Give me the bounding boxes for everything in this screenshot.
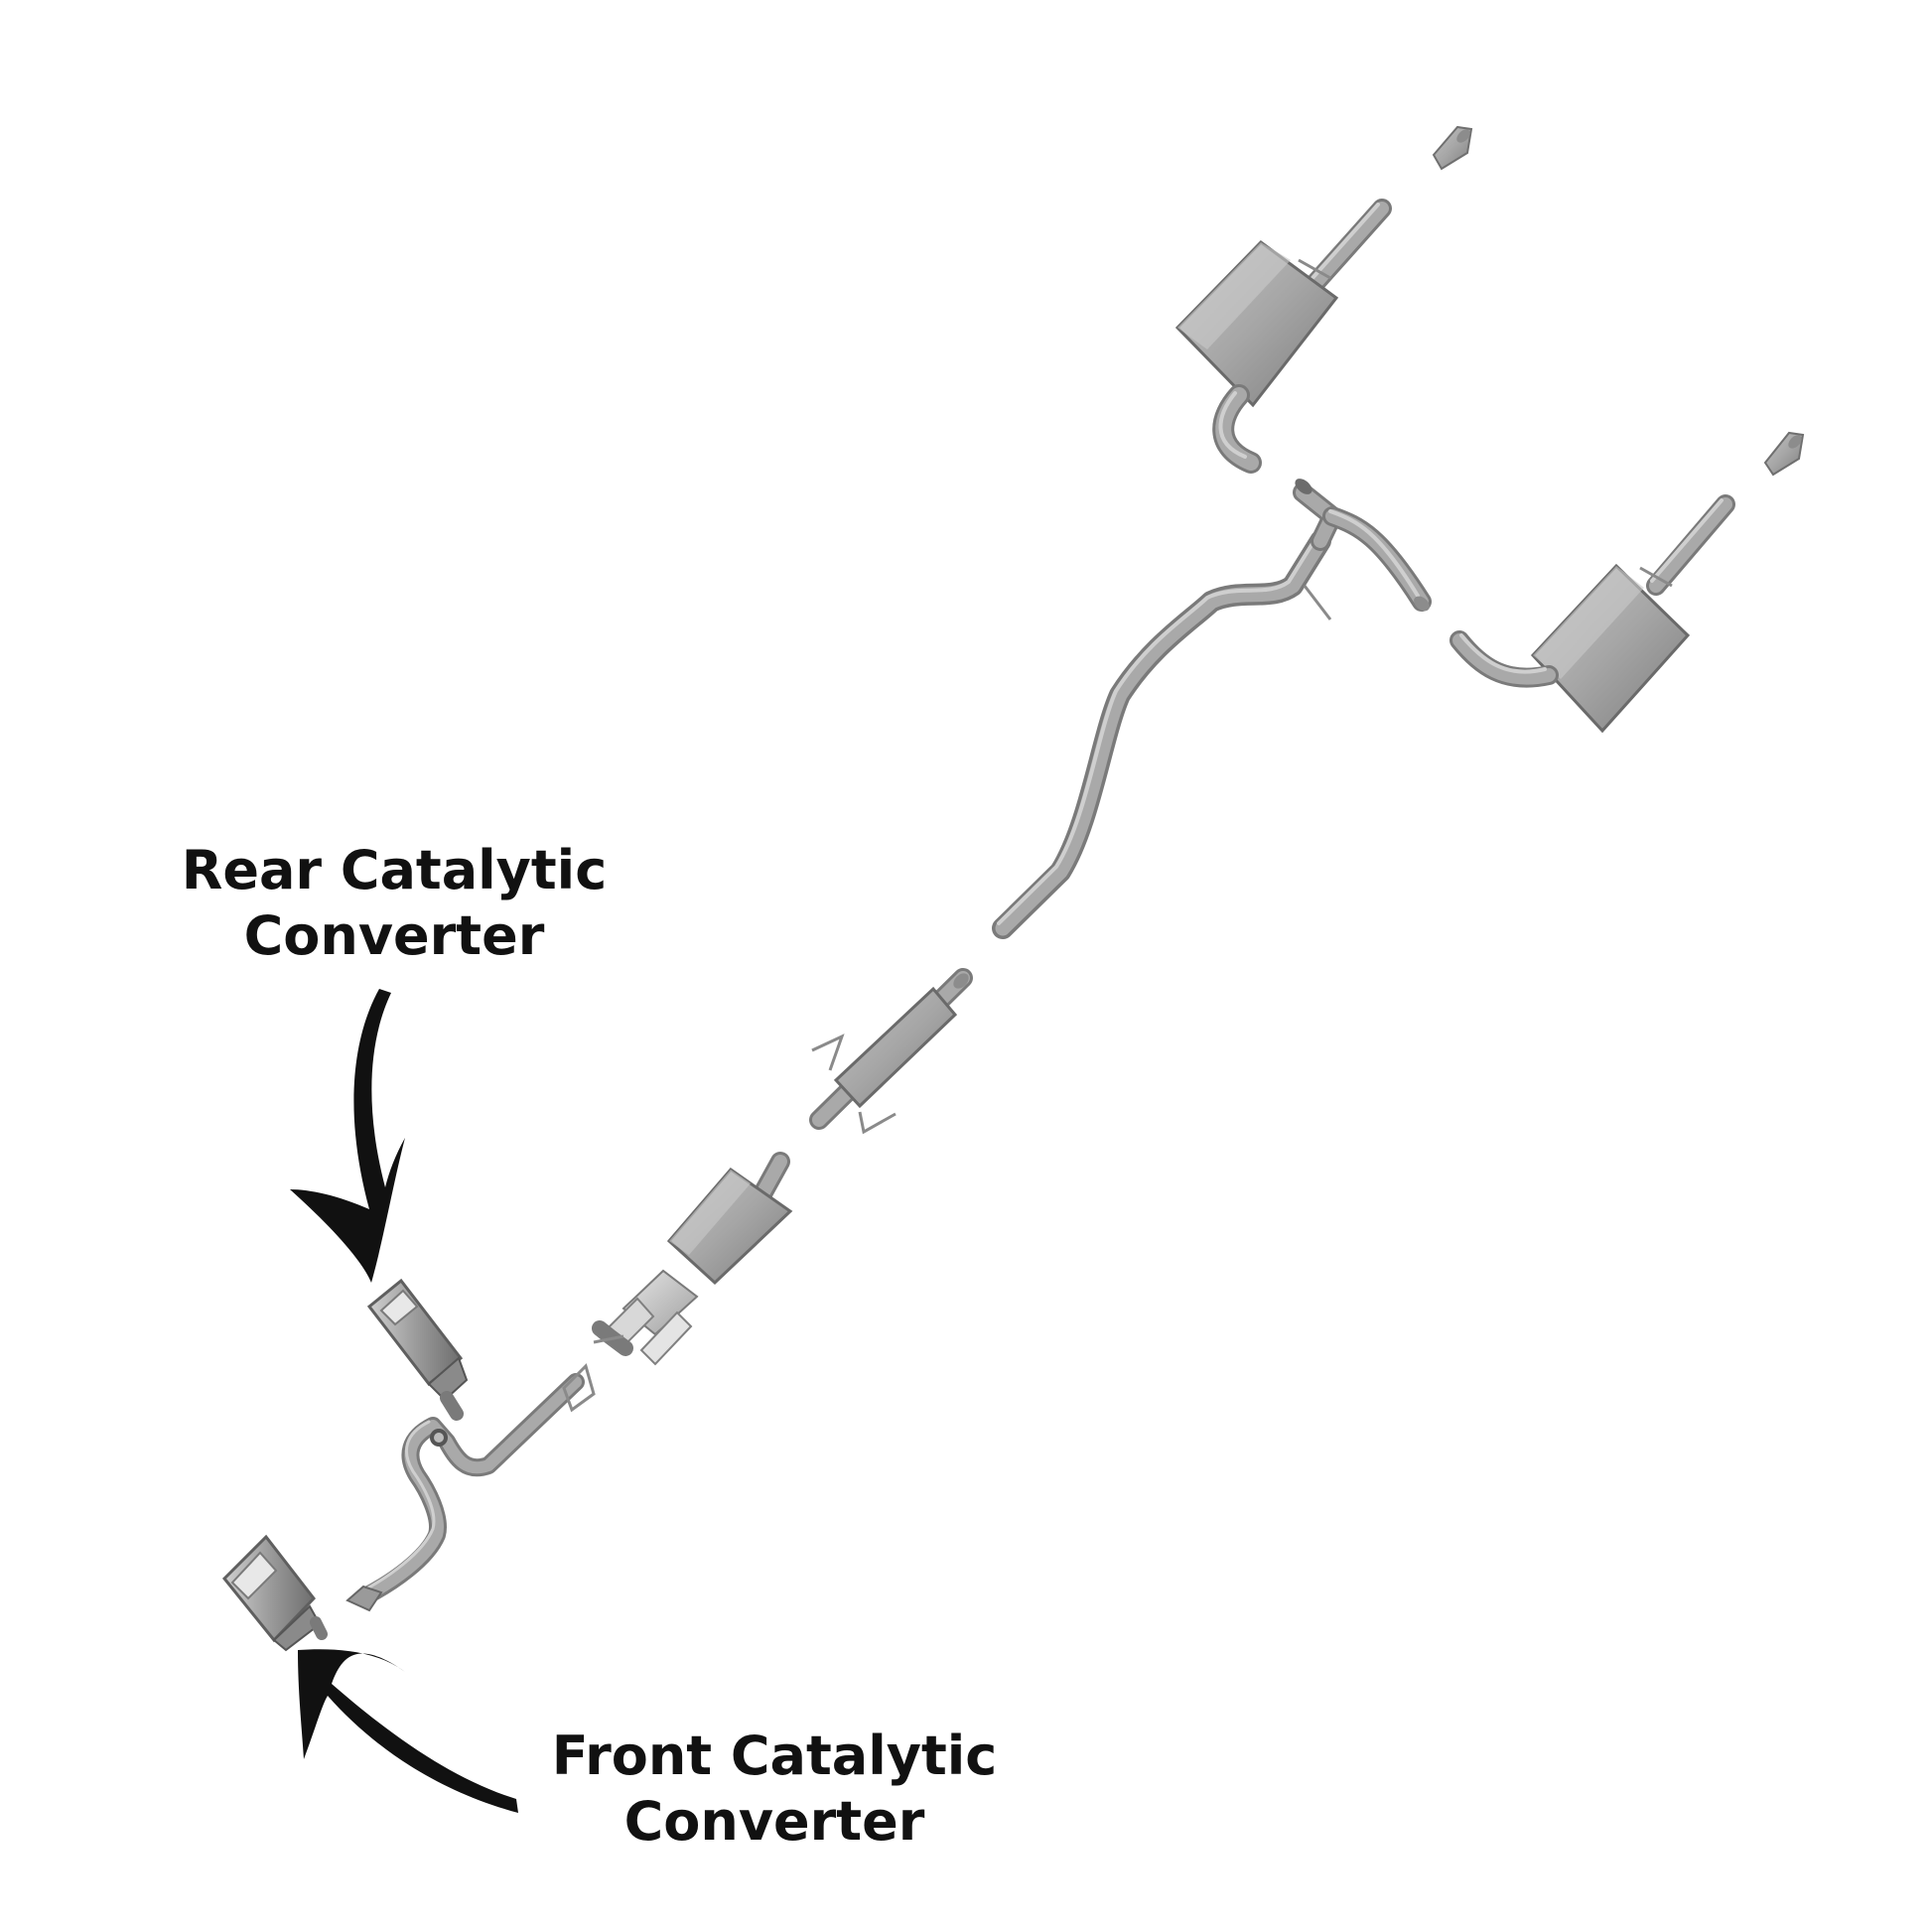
curved-arrow-down-icon	[290, 989, 405, 1283]
rear-catalytic-converter-inline	[594, 1271, 697, 1364]
curved-arrow-up-icon	[298, 1649, 518, 1813]
resonator	[812, 970, 972, 1132]
front-catalytic-converter-part	[224, 1537, 322, 1650]
center-muffler	[669, 1162, 790, 1283]
tailpipe-tip-lower	[1765, 433, 1804, 475]
rear-muffler-upper	[1177, 205, 1382, 463]
rear-catalytic-converter-part	[369, 1281, 467, 1414]
y-pipe	[1292, 476, 1432, 614]
tailpipe-tip-upper	[1434, 127, 1472, 169]
front-cat-label-line1: Front Catalytic	[552, 1725, 998, 1787]
front-cat-label-line2: Converter	[624, 1790, 925, 1853]
rear-cat-label-line2: Converter	[244, 904, 545, 967]
rear-muffler-lower	[1459, 500, 1725, 731]
rear-cat-label-line1: Rear Catalytic	[182, 839, 607, 901]
mid-pipe	[999, 537, 1330, 928]
front-pipe	[347, 1366, 594, 1610]
